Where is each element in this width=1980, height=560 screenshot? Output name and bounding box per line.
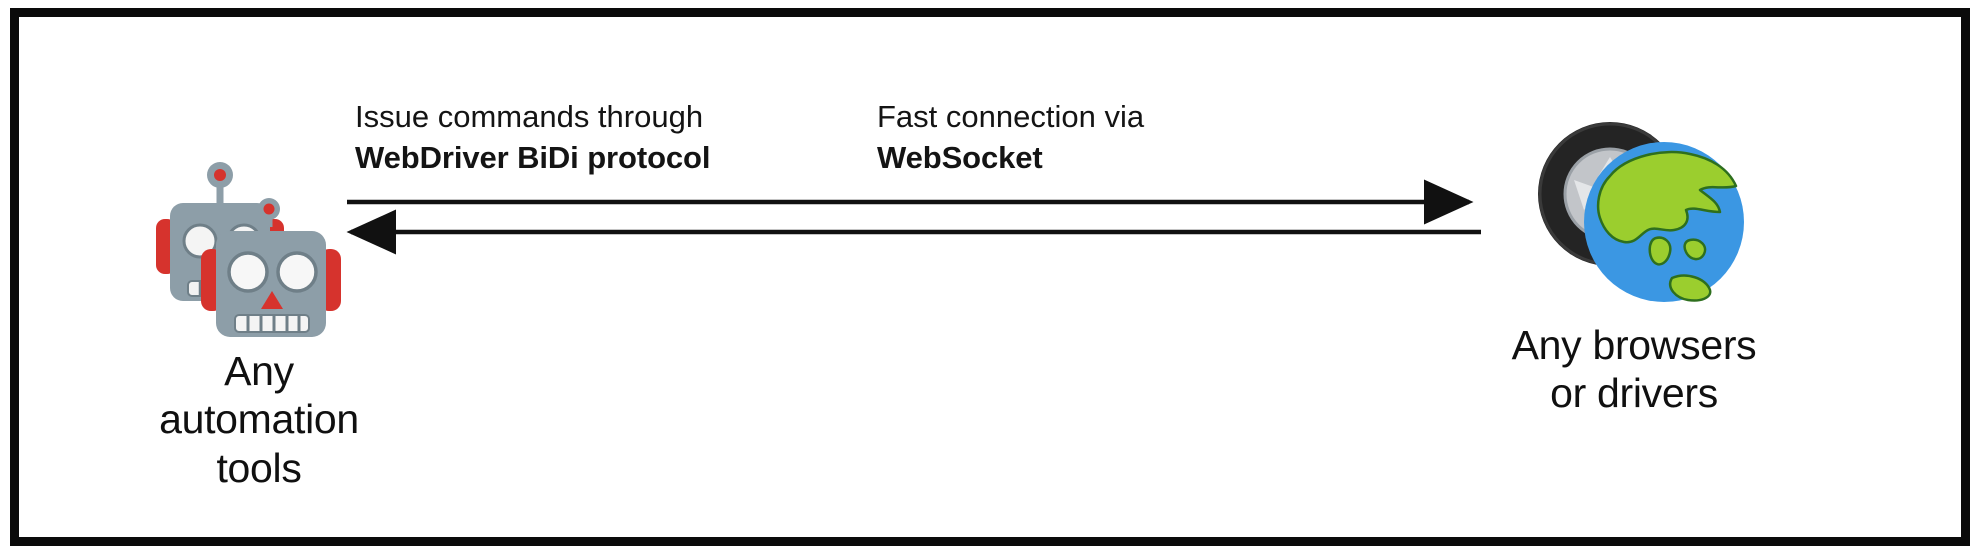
node-browsers-drivers: Any browsers or drivers — [1419, 112, 1849, 418]
connection-arrows-group: Issue commands through WebDriver BiDi pr… — [329, 77, 1509, 307]
caption-webdriver-bidi: Issue commands through WebDriver BiDi pr… — [355, 97, 711, 179]
node-automation-tools-label: Any automation tools — [159, 348, 359, 491]
globe-wheel-icon — [1514, 112, 1754, 307]
caption-websocket-line2: WebSocket — [877, 139, 1043, 175]
robots-icon-wrap — [79, 157, 439, 337]
globe-wheel-icon-wrap — [1419, 112, 1849, 307]
caption-websocket-line1: Fast connection via — [877, 99, 1145, 134]
robots-icon — [144, 157, 374, 337]
node-browsers-drivers-label: Any browsers or drivers — [1511, 322, 1757, 417]
diagram-frame: Any automation tools Issue commands thro… — [10, 8, 1970, 546]
node-automation-tools: Any automation tools — [79, 157, 439, 492]
caption-websocket: Fast connection via WebSocket — [877, 97, 1144, 179]
caption-webdriver-bidi-line2: WebDriver BiDi protocol — [355, 139, 711, 175]
caption-webdriver-bidi-line1: Issue commands through — [355, 99, 704, 134]
globe-icon — [1584, 142, 1744, 302]
diagram-canvas: Any automation tools Issue commands thro… — [19, 17, 1961, 537]
